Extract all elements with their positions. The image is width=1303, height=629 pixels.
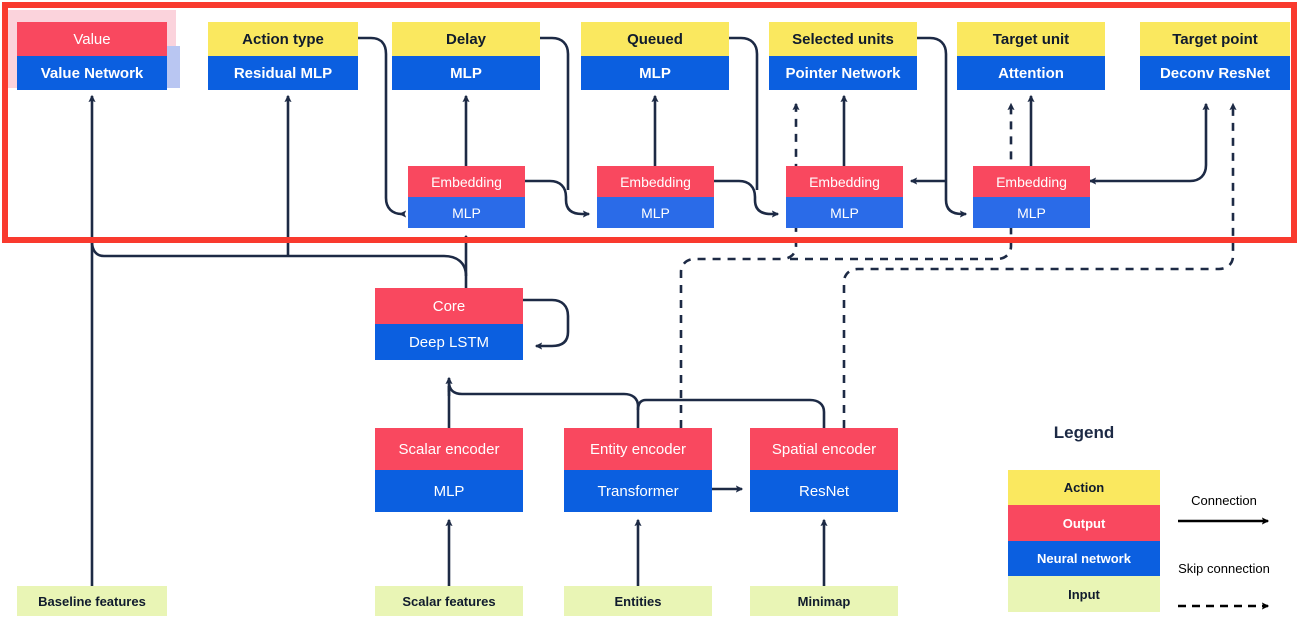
skip-entity-to-target-unit [790,102,1015,261]
node-core-network: Deep LSTM [375,324,523,360]
node-target-point[interactable]: Target point Deconv ResNet [1140,22,1290,90]
edge-core-recurrent [523,298,570,350]
node-entities[interactable]: Entities [564,586,712,616]
node-queued-network: MLP [581,56,729,90]
node-target-unit-network: Attention [957,56,1105,90]
legend-swatch-neural-network: Neural network [1008,541,1160,576]
node-selected-units-action: Selected units [769,22,917,56]
node-baseline-features[interactable]: Baseline features [17,586,167,616]
node-target-point-network: Deconv ResNet [1140,56,1290,90]
skip-spatial-to-target-point [842,102,1237,428]
node-target-unit[interactable]: Target unit Attention [957,22,1105,90]
node-entity-encoder-network: Transformer [564,470,712,512]
node-embedding-2-network: MLP [597,197,714,228]
node-scalar-encoder-network: MLP [375,470,523,512]
legend-title: Legend [1053,423,1115,442]
edge-embedding-1-to-embedding-2 [525,179,591,218]
legend-swatch-action: Action [1008,470,1160,505]
edge-embedding-2-to-embedding-3 [714,179,780,218]
highlight-rectangle [2,2,1297,243]
node-delay-action: Delay [392,22,540,56]
node-spatial-encoder[interactable]: Spatial encoder ResNet [750,428,898,512]
legend-swatch-output: Output [1008,505,1160,541]
legend-connection-label: Connection [1191,493,1257,508]
node-action-type-network: Residual MLP [208,56,358,90]
node-embedding-2-output: Embedding [597,166,714,197]
legend-swatch-input: Input [1008,576,1160,612]
node-delay[interactable]: Delay MLP [392,22,540,90]
node-core[interactable]: Core Deep LSTM [375,288,523,360]
node-selected-units[interactable]: Selected units Pointer Network [769,22,917,90]
skip-entity-to-selected-units [679,102,800,428]
legend-skip-connection-label: Skip connection [1178,561,1270,576]
node-value-action: Value [17,22,167,56]
node-queued[interactable]: Queued MLP [581,22,729,90]
node-queued-action: Queued [581,22,729,56]
edge-selected-units-to-embedding-4 [917,36,968,218]
node-action-type-action: Action type [208,22,358,56]
node-core-output: Core [375,288,523,324]
node-embedding-2[interactable]: Embedding MLP [597,166,714,228]
node-embedding-3[interactable]: Embedding MLP [786,166,903,228]
node-embedding-1[interactable]: Embedding MLP [408,166,525,228]
edge-action-type-to-embedding-1 [358,36,407,218]
node-scalar-features[interactable]: Scalar features [375,586,523,616]
edge-deconv-feed-to-target-point [1098,102,1210,183]
node-scalar-encoder[interactable]: Scalar encoder MLP [375,428,523,512]
node-delay-network: MLP [392,56,540,90]
node-embedding-3-output: Embedding [786,166,903,197]
node-scalar-encoder-output: Scalar encoder [375,428,523,470]
node-entity-encoder-output: Entity encoder [564,428,712,470]
node-entity-encoder[interactable]: Entity encoder Transformer [564,428,712,512]
node-minimap[interactable]: Minimap [750,586,898,616]
node-embedding-4[interactable]: Embedding MLP [973,166,1090,228]
legend-swatches: Action Output Neural network Input [1008,470,1160,612]
node-target-unit-action: Target unit [957,22,1105,56]
node-selected-units-network: Pointer Network [769,56,917,90]
node-embedding-4-network: MLP [973,197,1090,228]
node-spatial-encoder-network: ResNet [750,470,898,512]
node-action-type[interactable]: Action type Residual MLP [208,22,358,90]
node-embedding-3-network: MLP [786,197,903,228]
node-target-point-action: Target point [1140,22,1290,56]
node-embedding-1-network: MLP [408,197,525,228]
node-embedding-1-output: Embedding [408,166,525,197]
node-value-network: Value Network [17,56,167,90]
node-spatial-encoder-output: Spatial encoder [750,428,898,470]
node-value[interactable]: Value Value Network [17,22,167,90]
node-embedding-4-output: Embedding [973,166,1090,197]
